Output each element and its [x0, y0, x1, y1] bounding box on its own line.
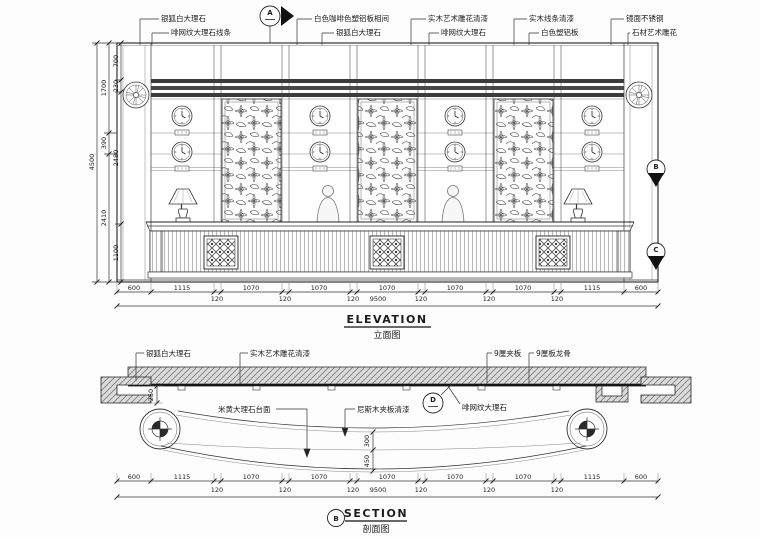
section-title-marker: B — [333, 515, 338, 523]
dim-overall-width: 9500 — [370, 486, 387, 494]
dim-label: 700 — [112, 55, 120, 67]
dim-label: 600 — [635, 284, 647, 292]
dim-overall-height: 4500 — [88, 154, 96, 171]
section-title: B SECTION 剖面图 — [327, 507, 408, 535]
dim-label: 1070 — [243, 284, 260, 292]
marker-letter-c: C — [653, 246, 658, 254]
callout-label: 银狐白大理石 — [161, 13, 206, 23]
dim-label: 250 — [147, 389, 155, 401]
wall-return-left — [100, 376, 152, 404]
dim-label: 1070 — [311, 284, 328, 292]
dim-label: 300 — [363, 435, 371, 447]
dim-label: 1070 — [447, 284, 464, 292]
dim-label: 600 — [128, 473, 140, 481]
dim-label: 1070 — [515, 284, 532, 292]
wall-return-right — [640, 376, 692, 404]
reception-desk — [117, 221, 658, 281]
callout-label: 石材艺术雕花 — [632, 27, 677, 37]
wall-posts — [213, 45, 562, 222]
dim-label: 1115 — [584, 284, 601, 292]
dim-label: 1115 — [584, 473, 601, 481]
section-dims: 250 300 450 — [147, 383, 376, 474]
section-marker-a: A — [259, 5, 294, 43]
dim-label: 1070 — [379, 473, 396, 481]
dim-label: 1070 — [515, 473, 532, 481]
dim-label: 1115 — [174, 473, 191, 481]
dim-label: 1070 — [311, 473, 328, 481]
desk-lattice-panels — [203, 235, 571, 270]
dim-label: 1115 — [174, 284, 191, 292]
dim-label: 120 — [551, 486, 563, 494]
dim-label: 120 — [211, 486, 223, 494]
stripe-band — [151, 79, 624, 97]
dim-label: 120 — [415, 486, 427, 494]
callout-label: 米黄大理石台面 — [218, 404, 271, 414]
dim-label: 2410 — [100, 210, 108, 227]
rosette-medallion-left — [122, 81, 150, 109]
elevation-bottom-dimensions: 600 1115 1070 1070 1070 1070 1070 1115 6… — [114, 283, 661, 309]
dim-label: 1070 — [379, 284, 396, 292]
dim-label: 390 — [100, 137, 108, 149]
section-title-zh: 剖面图 — [362, 523, 389, 535]
dim-label: 2480 — [112, 150, 120, 167]
dim-label: 120 — [279, 295, 291, 303]
elevation-title-en: ELEVATION — [346, 313, 427, 326]
detail-marker-d: D — [422, 383, 453, 414]
elevation-callout-labels: 银狐白大理石 啡网纹大理石线条 白色咖啡色塑铝板相间 银狐白大理石 实木艺术雕花… — [161, 13, 677, 37]
elevation-callout-leaders — [139, 18, 630, 45]
dim-overall-width: 9500 — [370, 295, 387, 303]
callout-label: 白色塑铝板 — [541, 27, 579, 37]
section-callout-labels: 银狐白大理石 实木艺术雕花清漆 9厘夹板 9厘板龙骨 米黄大理石台面 尼斯木夹板… — [146, 348, 571, 414]
callout-label: 实木线条清漆 — [529, 13, 574, 23]
elevation-drawing: 银狐白大理石 啡网纹大理石线条 白色咖啡色塑铝板相间 银狐白大理石 实木艺术雕花… — [88, 5, 677, 341]
rosette-medallion-right — [625, 81, 653, 109]
callout-label: 银狐白大理石 — [146, 348, 191, 358]
callout-label: 银狐白大理石 — [336, 27, 381, 37]
marker-letter-a: A — [267, 9, 273, 17]
callout-label: 实木艺术雕花清漆 — [250, 348, 310, 358]
elevation-title: ELEVATION 立面图 — [344, 313, 431, 341]
dim-label: 120 — [347, 486, 359, 494]
section-wall-band — [100, 366, 692, 404]
dim-label: 450 — [363, 455, 371, 467]
section-marker-c: C — [646, 242, 666, 270]
dim-label: 600 — [635, 473, 647, 481]
dim-label: 120 — [279, 486, 291, 494]
dim-label: 120 — [347, 295, 359, 303]
section-title-en: SECTION — [344, 507, 408, 520]
keel-pocket — [595, 385, 629, 403]
elevation-left-dimensions: 4500 1700 390 2410 700 230 2480 1100 — [88, 40, 124, 285]
elevation-title-zh: 立面图 — [373, 329, 400, 341]
callout-label: 啡网纹大理石 — [462, 402, 507, 412]
dim-label: 120 — [483, 295, 495, 303]
dim-label: 120 — [211, 295, 223, 303]
dim-label: 1070 — [243, 473, 260, 481]
marker-letter-d: D — [430, 396, 436, 404]
section-callout-leaders — [135, 352, 534, 458]
callout-label: 实木艺术雕花清漆 — [428, 13, 488, 23]
callout-label: 镜面不锈钢 — [626, 13, 664, 23]
callout-label: 啡网纹大理石线条 — [171, 27, 231, 37]
callout-label: 啡网纹大理石 — [441, 27, 486, 37]
section-marker-b: B — [646, 159, 666, 187]
callout-label: 白色咖啡色塑铝板相间 — [314, 13, 389, 23]
section-bottom-dimensions: 600 1115 1070 1070 1070 1070 1070 1115 6… — [114, 473, 661, 500]
dim-label: 120 — [483, 486, 495, 494]
callout-label: 9厘夹板 — [494, 348, 522, 358]
marker-letter-b: B — [653, 163, 658, 171]
dim-label: 1100 — [112, 245, 120, 262]
dim-label: 1700 — [100, 80, 108, 97]
section-drawing: 银狐白大理石 实木艺术雕花清漆 9厘夹板 9厘板龙骨 米黄大理石台面 尼斯木夹板… — [100, 348, 692, 535]
dim-label: 1070 — [447, 473, 464, 481]
dim-label: 600 — [128, 284, 140, 292]
dim-label: 120 — [551, 295, 563, 303]
dim-label: 230 — [112, 80, 120, 92]
callout-label: 尼斯木夹板清漆 — [357, 404, 410, 414]
carved-panels — [221, 98, 554, 223]
counter-plan — [139, 408, 608, 473]
callout-label: 9厘板龙骨 — [536, 348, 571, 358]
dim-label: 120 — [415, 295, 427, 303]
